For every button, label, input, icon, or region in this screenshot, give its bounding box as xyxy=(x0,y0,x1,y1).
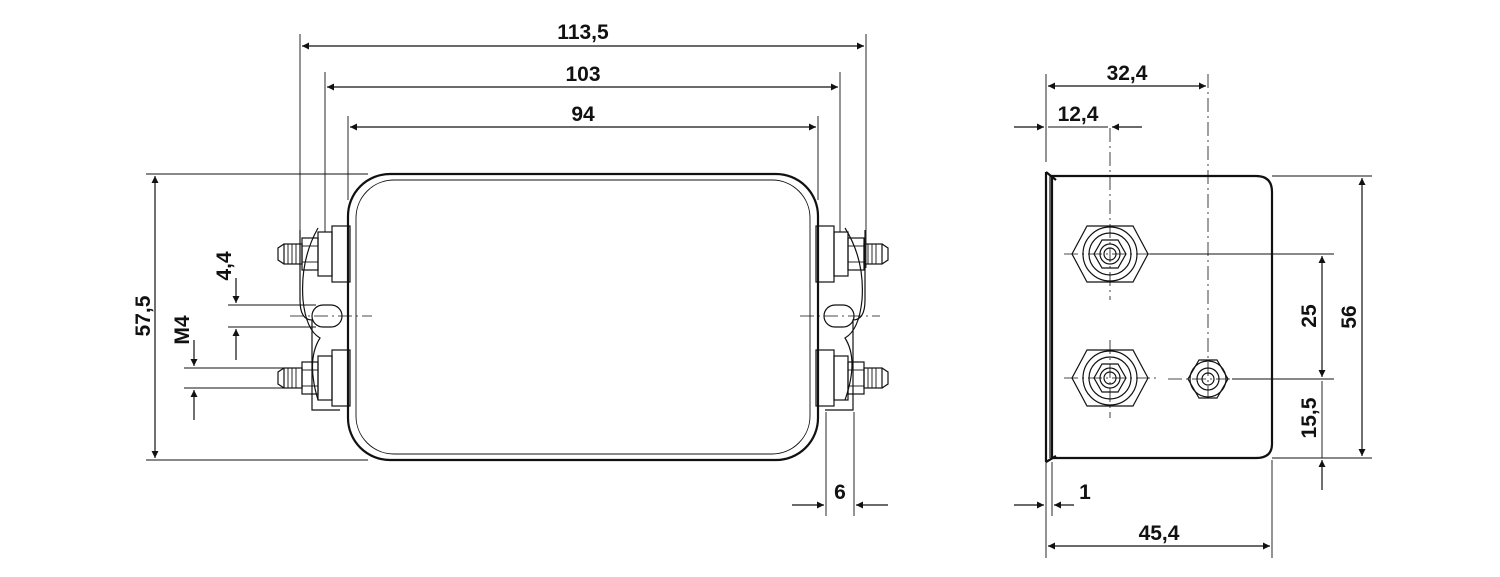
filter-body xyxy=(346,172,820,462)
dim-terminal-offset: 32,4 xyxy=(1107,62,1148,85)
left-terminal-bottom xyxy=(277,355,333,401)
flange-right-edge xyxy=(844,227,863,401)
side-view: 32,4 12,4 56 25 15,5 1 45,4 xyxy=(1014,62,1372,558)
dim-thread: M4 xyxy=(171,315,194,344)
left-terminal-top xyxy=(277,231,333,277)
filter-body-inner xyxy=(355,179,811,455)
dim-bottom-offset: 15,5 xyxy=(1298,397,1321,438)
dim-flange-thickness: 6 xyxy=(834,481,846,504)
dim-slot: 4,4 xyxy=(213,251,236,281)
dim-overall-width: 113,5 xyxy=(557,21,609,44)
dim-sheet-thickness: 1 xyxy=(1079,481,1091,504)
flange-left-edge xyxy=(301,227,321,401)
dim-height: 57,5 xyxy=(132,295,155,336)
dim-body-width: 94 xyxy=(571,103,595,126)
side-housing xyxy=(1050,174,1274,460)
dim-terminal-spacing: 25 xyxy=(1298,304,1321,328)
dim-side-depth: 45,4 xyxy=(1139,522,1180,545)
right-terminal-bottom xyxy=(833,355,889,401)
side-flange-sheet xyxy=(1044,171,1057,463)
dim-flange-width: 103 xyxy=(565,63,600,86)
dim-side-height: 56 xyxy=(1338,305,1361,328)
front-view: 113,5 103 94 57,5 4,4 M4 6 xyxy=(132,21,889,516)
right-terminal-top xyxy=(833,231,889,277)
dim-hole-offset: 12,4 xyxy=(1058,103,1099,126)
